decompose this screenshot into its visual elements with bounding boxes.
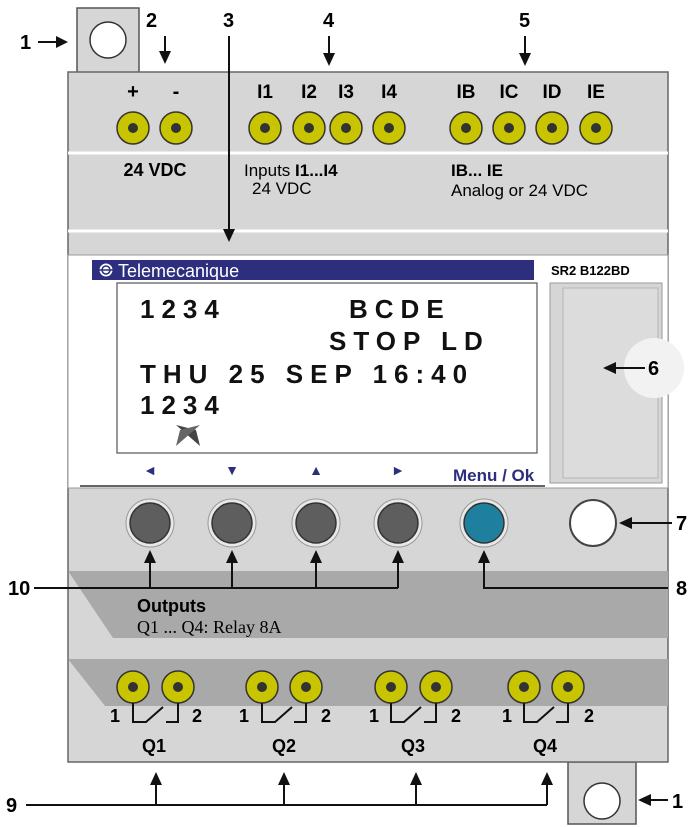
output-label-q1: Q1 bbox=[142, 736, 166, 756]
callout-1-bottom-arrow bbox=[638, 794, 668, 806]
input-label-i4: I4 bbox=[381, 82, 397, 103]
callout-3-arrow bbox=[223, 36, 235, 242]
callout-6: 6 bbox=[648, 358, 659, 380]
callout-1-bottom: 1 bbox=[672, 791, 683, 813]
terminal-ib bbox=[449, 111, 483, 145]
output-label-q4: Q4 bbox=[533, 736, 557, 756]
pin-2-label: 2 bbox=[451, 706, 461, 726]
menu-ok-button[interactable] bbox=[459, 498, 509, 548]
input-label-i2: I2 bbox=[301, 82, 317, 103]
power-voltage-label: 24 VDC bbox=[123, 160, 186, 180]
relay-contact-icon bbox=[261, 703, 307, 723]
input-label-ic: IC bbox=[500, 82, 519, 103]
nav-up-button[interactable] bbox=[291, 498, 341, 548]
nav-down-button[interactable] bbox=[207, 498, 257, 548]
terminal-id bbox=[535, 111, 569, 145]
terminal-power-plus bbox=[116, 111, 150, 145]
lcd-row1-inputs: 1234 bbox=[140, 294, 226, 324]
terminal-q2-2 bbox=[289, 670, 323, 704]
terminal-ic bbox=[492, 111, 526, 145]
callout-7-arrow bbox=[619, 517, 672, 529]
input-label-i3: I3 bbox=[338, 82, 354, 103]
callout-4-arrow bbox=[323, 36, 335, 66]
nav-right-symbol: ► bbox=[391, 462, 405, 478]
terminal-q3-1 bbox=[374, 670, 408, 704]
analog-inputs-desc: Analog or 24 VDC bbox=[451, 181, 588, 200]
plus-label: + bbox=[127, 81, 139, 103]
callout-8-arrow bbox=[478, 550, 668, 589]
nav-right-button[interactable] bbox=[373, 498, 423, 548]
callout-10: 10 bbox=[8, 578, 30, 600]
lcd-row4-outputs: 1234 bbox=[140, 390, 226, 420]
callout-1-top: 1 bbox=[20, 32, 31, 54]
terminal-q4-1 bbox=[507, 670, 541, 704]
terminal-ie bbox=[579, 111, 613, 145]
brand-name: Telemecanique bbox=[118, 261, 239, 281]
outputs-title: Outputs bbox=[137, 596, 206, 616]
callout-5: 5 bbox=[519, 10, 530, 32]
input-label-ie: IE bbox=[587, 82, 605, 103]
terminal-q1-1 bbox=[116, 670, 150, 704]
lcd-row3-datetime: THU 25 SEP 16:40 bbox=[140, 359, 474, 389]
callout-6-arrow bbox=[603, 362, 645, 374]
terminal-q3-2 bbox=[419, 670, 453, 704]
pin-1-label: 1 bbox=[502, 706, 512, 726]
callout-3: 3 bbox=[223, 10, 234, 32]
lcd-screen bbox=[116, 282, 538, 454]
callout-10-arrows bbox=[34, 550, 404, 589]
mounting-tab-bottom bbox=[567, 761, 637, 825]
callout-1-top-arrow bbox=[38, 36, 68, 48]
memory-cartridge-slot bbox=[549, 282, 684, 484]
relay-contact-icon bbox=[390, 703, 437, 723]
pin-1-label: 1 bbox=[239, 706, 249, 726]
terminal-i2 bbox=[292, 111, 326, 145]
hourglass-icon bbox=[176, 425, 200, 446]
brand-banner bbox=[92, 260, 534, 280]
terminal-q1-2 bbox=[161, 670, 195, 704]
callout-2: 2 bbox=[146, 10, 157, 32]
outputs-desc: Q1 ... Q4: Relay 8A bbox=[137, 617, 281, 637]
input-label-id: ID bbox=[543, 82, 562, 103]
inputs-caption: Inputs I1...I4 bbox=[244, 161, 338, 180]
input-label-ib: IB bbox=[457, 82, 476, 103]
nav-left-symbol: ◄ bbox=[143, 462, 157, 478]
callout-2-arrow bbox=[159, 36, 171, 64]
nav-down-symbol: ▼ bbox=[225, 462, 239, 478]
terminal-i3 bbox=[329, 111, 363, 145]
callout-8: 8 bbox=[676, 578, 687, 600]
relay-contact-icon bbox=[132, 703, 179, 723]
lcd-row1-analog: BCDE bbox=[349, 294, 451, 324]
callout-9-arrows bbox=[26, 772, 553, 806]
pin-2-label: 2 bbox=[321, 706, 331, 726]
nav-left-button[interactable] bbox=[125, 498, 175, 548]
minus-label: - bbox=[173, 81, 180, 103]
pin-1-label: 1 bbox=[369, 706, 379, 726]
pin-1-label: 1 bbox=[110, 706, 120, 726]
mounting-tab-top bbox=[76, 7, 140, 79]
nav-up-symbol: ▲ bbox=[309, 462, 323, 478]
callout-9: 9 bbox=[6, 795, 17, 817]
lcd-row2-status: STOP LD bbox=[329, 326, 490, 356]
relay-contact-icon bbox=[523, 703, 569, 723]
callout-7: 7 bbox=[676, 513, 687, 535]
telemecanique-logo-icon bbox=[98, 262, 114, 278]
callout-5-arrow bbox=[519, 36, 531, 66]
menu-ok-label: Menu / Ok bbox=[453, 466, 535, 485]
analog-inputs-range: IB... IE bbox=[451, 161, 503, 180]
terminal-power-minus bbox=[159, 111, 193, 145]
model-number: SR2 B122BD bbox=[551, 263, 630, 278]
inputs-voltage-caption: 24 VDC bbox=[252, 179, 312, 198]
terminal-i4 bbox=[372, 111, 406, 145]
terminal-i1 bbox=[248, 111, 282, 145]
callout-4: 4 bbox=[323, 10, 335, 32]
terminal-q4-2 bbox=[551, 670, 585, 704]
input-label-i1: I1 bbox=[257, 82, 273, 103]
output-label-q2: Q2 bbox=[272, 736, 296, 756]
output-label-q3: Q3 bbox=[401, 736, 425, 756]
terminal-q2-1 bbox=[245, 670, 279, 704]
shift-button[interactable] bbox=[569, 499, 617, 547]
pin-2-label: 2 bbox=[584, 706, 594, 726]
pin-2-label: 2 bbox=[192, 706, 202, 726]
